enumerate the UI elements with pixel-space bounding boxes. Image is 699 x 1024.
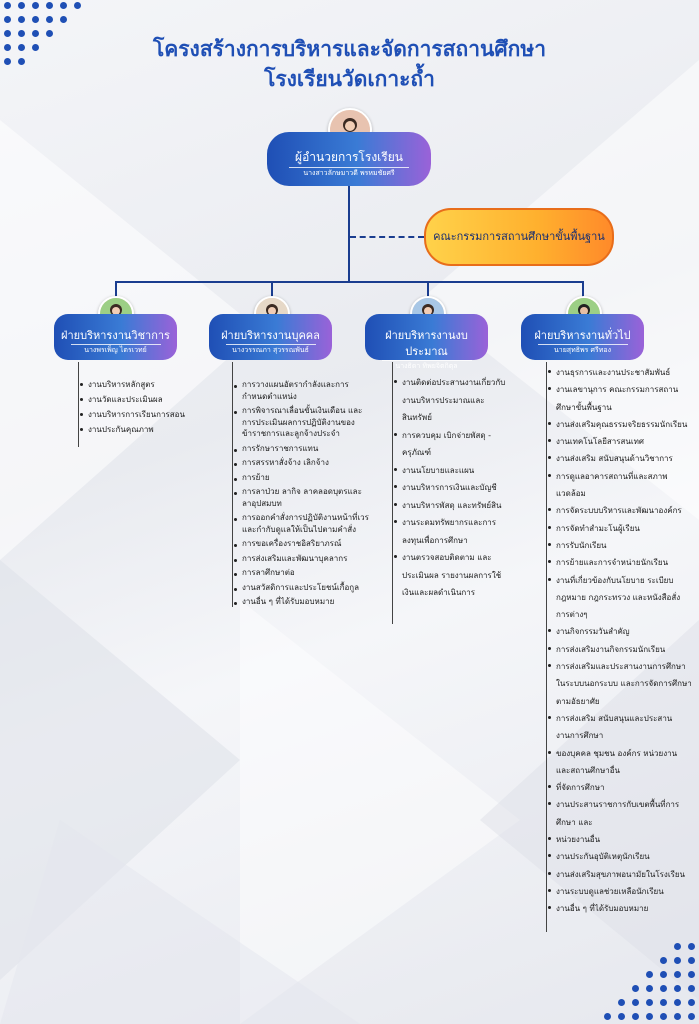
list-item: การลาศึกษาต่อ: [234, 567, 370, 579]
list-item: การย้ายและการจำหน่ายนักเรียน: [548, 554, 693, 571]
list-item: งานส่งเสริมสุขภาพอนามัยในโรงเรียน: [548, 866, 693, 883]
list-item: ของบุคคล ชุมชน องค์กร หน่วยงาน และสถานศึ…: [548, 745, 693, 780]
list-item: งานอื่น ๆ ที่ได้รับมอบหมาย: [234, 596, 370, 608]
list-item: งานระดมทรัพยากรและการลงทุนเพื่อการศึกษา: [394, 514, 506, 549]
connector-horizontal: [115, 281, 583, 283]
list-item: การรักษาราชการแทน: [234, 443, 370, 455]
list-item: การส่งเสริม สนับสนุนและประสานงานการศึกษา: [548, 710, 693, 745]
director-box: ผู้อำนวยการโรงเรียน นางสาวลักษมาวดี พรหม…: [267, 132, 431, 186]
list-item: หน่วยงานอื่น: [548, 831, 693, 848]
list-item: การย้าย: [234, 472, 370, 484]
list-item: งานเทคโนโลยีสารสนเทศ: [548, 433, 693, 450]
list-item: งานติดต่อประสานงานเกี่ยวกับงานบริหารประม…: [394, 374, 506, 427]
dept-2-title: ฝ่ายบริหารงานบุคคล: [221, 329, 320, 342]
dept-1-task-list: งานบริหารหลักสูตร งานวัดและประเมินผล งาน…: [80, 377, 210, 437]
list-item: การจัดระบบบริหารและพัฒนาองค์กร: [548, 502, 693, 519]
list-item: งานธุรการและงานประชาสัมพันธ์: [548, 364, 693, 381]
chart-title-line2: โรงเรียนวัดเกาะถ้ำ: [264, 67, 435, 91]
list-item: งานอื่น ๆ ที่ได้รับมอบหมาย: [548, 900, 693, 917]
list-item: งานส่งเสริมคุณธรรมจริยธรรมนักเรียน: [548, 416, 693, 433]
dept-2-name: นางวรรณภา สุวรรณพันธ์: [225, 344, 316, 355]
dot-pattern-top-left: [4, 2, 81, 65]
list-item: ที่จัดการศึกษา: [548, 779, 693, 796]
list-item: งานสวัสดิการและประโยชน์เกื้อกูล: [234, 582, 370, 594]
list-item: งานวัดและประเมินผล: [80, 392, 210, 407]
list-item: งานนโยบายและแผน: [394, 462, 506, 480]
list-item: การสรรหาสั่งจ้าง เลิกจ้าง: [234, 457, 370, 469]
list-item: การออกคำสั่งการปฏิบัติงานหน้าที่เวร และก…: [234, 512, 370, 535]
chart-title-line1: โครงสร้างการบริหารและจัดการสถานศึกษา: [152, 37, 547, 61]
committee-box: คณะกรรมการสถานศึกษาขั้นพื้นฐาน: [424, 208, 614, 266]
list-item: การขอเครื่องราชอิสริยาภรณ์: [234, 538, 370, 550]
list-item: การวางแผนอัตรากำลังและการกำหนดตำแหน่ง: [234, 379, 370, 402]
list-item: งานส่งเสริม สนับสนุนด้านวิชาการ: [548, 450, 693, 467]
director-title: ผู้อำนวยการโรงเรียน: [295, 150, 403, 164]
connector-dept-2: [271, 281, 273, 297]
list-item: การลาป่วย ลากิจ ลาคลอดบุตรและลาอุปสมบท: [234, 486, 370, 509]
list-item: งานกิจกรรมวันสำคัญ: [548, 623, 693, 640]
list-item: งานที่เกี่ยวข้องกับนโยบาย ระเบียบ กฎหมาย…: [548, 572, 693, 624]
dept-2-box: ฝ่ายบริหารงานบุคคล นางวรรณภา สุวรรณพันธ์: [209, 314, 332, 360]
dept-1-title: ฝ่ายบริหารงานวิชาการ: [61, 329, 170, 342]
list-item: การดูแลอาคารสถานที่และสภาพแวดล้อม: [548, 468, 693, 503]
list-item: การพิจารณาเลื่อนขั้นเงินเดือน และการประเ…: [234, 405, 370, 440]
list-item: การควบคุม เบิกจ่ายพัสดุ - ครุภัณฑ์: [394, 427, 506, 462]
list-item: งานเลขานุการ คณะกรรมการสถานศึกษาขั้นพื้น…: [548, 381, 693, 416]
list-item: งานบริหารการเรียนการสอน: [80, 407, 210, 422]
list-item: งานบริหารการเงินและบัญชี: [394, 479, 506, 497]
dept-3-task-list: งานติดต่อประสานงานเกี่ยวกับงานบริหารประม…: [394, 374, 506, 602]
dept-3-list-line: [392, 362, 393, 624]
list-item: การส่งเสริมและประสานงานการศึกษาในระบบนอก…: [548, 658, 693, 710]
dept-3-box: ฝ่ายบริหารงานงบประมาณ นางธิดา ทิพยจิตกิต…: [365, 314, 488, 370]
dept-4-list-line: [546, 362, 547, 932]
dept-1-name: นางพรเพ็ญ ไตรเวทย์: [70, 344, 161, 355]
list-item: งานตรวจสอบติดตาม และประเมินผล รายงานผลกา…: [394, 549, 506, 602]
dot-pattern-bottom-right: [604, 943, 695, 1020]
list-item: การส่งเสริมงานกิจกรรมนักเรียน: [548, 641, 693, 658]
dept-2-task-list: การวางแผนอัตรากำลังและการกำหนดตำแหน่ง กา…: [234, 379, 370, 611]
dept-3-title: ฝ่ายบริหารงานงบประมาณ: [385, 329, 468, 358]
list-item: งานบริหารพัสดุ และทรัพย์สิน: [394, 497, 506, 515]
dept-3-name: นางธิดา ทิพยจิตกิตุล: [381, 360, 472, 371]
connector-dept-4: [582, 281, 584, 297]
connector-dept-1: [115, 281, 117, 297]
list-item: การรับนักเรียน: [548, 537, 693, 554]
list-item: งานประสานราชการกับเขตพื้นที่การศึกษา และ: [548, 796, 693, 831]
connector-dept-3: [427, 281, 429, 297]
dept-4-box: ฝ่ายบริหารงานทั่วไป นายสุทธิพร ศรีทอง: [521, 314, 644, 360]
list-item: การส่งเสริมและพัฒนาบุคลากร: [234, 553, 370, 565]
director-name: นางสาวลักษมาวดี พรหมชัยศรี: [289, 167, 409, 178]
dept-4-task-list: งานธุรการและงานประชาสัมพันธ์ งานเลขานุกา…: [548, 364, 693, 918]
dept-4-name: นายสุทธิพร ศรีทอง: [537, 344, 628, 355]
list-item: งานระบบดูแลช่วยเหลือนักเรียน: [548, 883, 693, 900]
dept-1-box: ฝ่ายบริหารงานวิชาการ นางพรเพ็ญ ไตรเวทย์: [54, 314, 177, 360]
connector-director-down: [348, 185, 350, 282]
dept-1-list-line: [78, 362, 79, 447]
list-item: การจัดทำสำมะโนผู้เรียน: [548, 520, 693, 537]
dept-4-title: ฝ่ายบริหารงานทั่วไป: [534, 329, 631, 342]
dept-2-list-line: [232, 362, 233, 607]
list-item: งานประกันอุบัติเหตุนักเรียน: [548, 848, 693, 865]
list-item: งานบริหารหลักสูตร: [80, 377, 210, 392]
connector-committee: [350, 236, 424, 238]
list-item: งานประกันคุณภาพ: [80, 422, 210, 437]
